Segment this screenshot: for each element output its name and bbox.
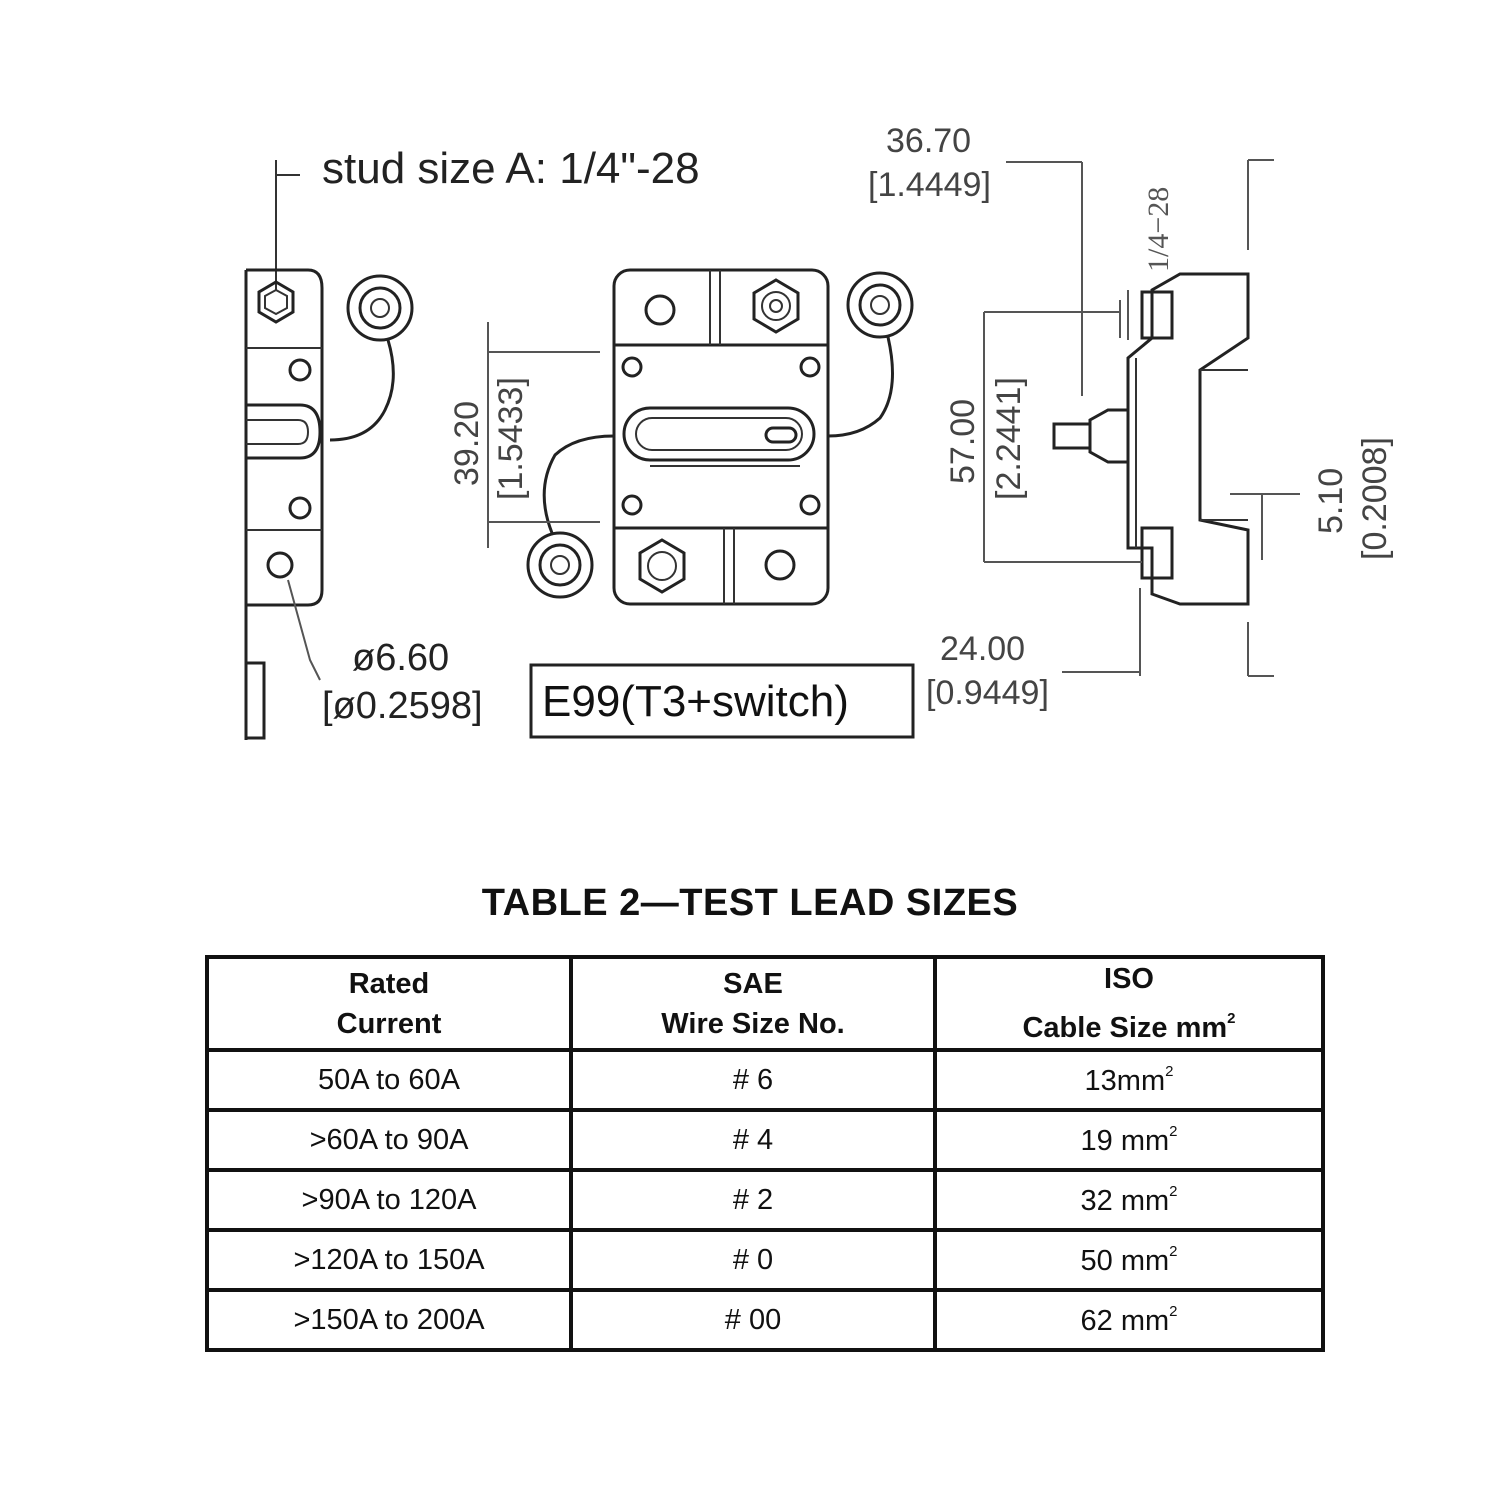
table-row: >60A to 90A # 4 19 mm2 (205, 1108, 1325, 1172)
dim-mount-mm: 57.00 (944, 399, 982, 484)
dim-height-in: [1.5433] (492, 377, 530, 500)
table-row: >150A to 200A # 00 62 mm2 (205, 1288, 1325, 1352)
cell-rated-current: >120A to 150A (205, 1228, 573, 1292)
cell-sae-size: # 00 (569, 1288, 937, 1352)
cell-iso-size: 32 mm2 (933, 1168, 1325, 1232)
model-label: E99(T3+switch) (542, 677, 849, 726)
stud-size-label: stud size A: 1/4"-28 (322, 144, 700, 193)
header-iso-cable-size: ISO Cable Size mm2 (933, 955, 1325, 1052)
front-view (487, 268, 914, 606)
header-rated-current: Rated Current (205, 955, 573, 1052)
test-lead-size-table: Rated Current SAE Wire Size No. ISO Cabl… (205, 955, 1325, 1352)
left-partial-view (244, 160, 414, 740)
dim-base-in: [0.2008] (1356, 437, 1394, 560)
dim-hole-in: [ø0.2598] (322, 685, 483, 727)
side-view (983, 159, 1300, 677)
dim-top-in: [1.4449] (868, 166, 991, 204)
dim-depth-in: [0.9449] (926, 674, 1049, 712)
cell-iso-size: 13mm2 (933, 1048, 1325, 1112)
cell-sae-size: # 2 (569, 1168, 937, 1232)
cell-rated-current: >150A to 200A (205, 1288, 573, 1352)
cell-sae-size: # 4 (569, 1108, 937, 1172)
cell-iso-size: 19 mm2 (933, 1108, 1325, 1172)
cell-rated-current: 50A to 60A (205, 1048, 573, 1112)
table-title: TABLE 2—TEST LEAD SIZES (481, 882, 1019, 924)
dim-base-mm: 5.10 (1312, 468, 1350, 534)
dim-hole-mm: ø6.60 (352, 637, 449, 679)
table-row: >120A to 150A # 0 50 mm2 (205, 1228, 1325, 1292)
table-row: >90A to 120A # 2 32 mm2 (205, 1168, 1325, 1232)
header-sae-wire-size: SAE Wire Size No. (569, 955, 937, 1052)
cell-rated-current: >90A to 120A (205, 1168, 573, 1232)
table-header-row: Rated Current SAE Wire Size No. ISO Cabl… (205, 955, 1325, 1052)
side-thread-label: 1/4−28 (1142, 187, 1175, 272)
cell-sae-size: # 0 (569, 1228, 937, 1292)
table-row: 50A to 60A # 6 13mm2 (205, 1048, 1325, 1112)
model-label-box (529, 663, 915, 739)
cell-sae-size: # 6 (569, 1048, 937, 1112)
cell-rated-current: >60A to 90A (205, 1108, 573, 1172)
dim-depth-mm: 24.00 (940, 630, 1025, 668)
dim-top-mm: 36.70 (886, 122, 971, 160)
breaker-dimension-drawing: stud size A: 1/4"-28 36.70 [1.4449] 1/4−… (244, 122, 1394, 740)
cell-iso-size: 62 mm2 (933, 1288, 1325, 1352)
dim-mount-in: [2.2441] (990, 377, 1028, 500)
cell-iso-size: 50 mm2 (933, 1228, 1325, 1292)
dim-height-mm: 39.20 (448, 401, 486, 486)
